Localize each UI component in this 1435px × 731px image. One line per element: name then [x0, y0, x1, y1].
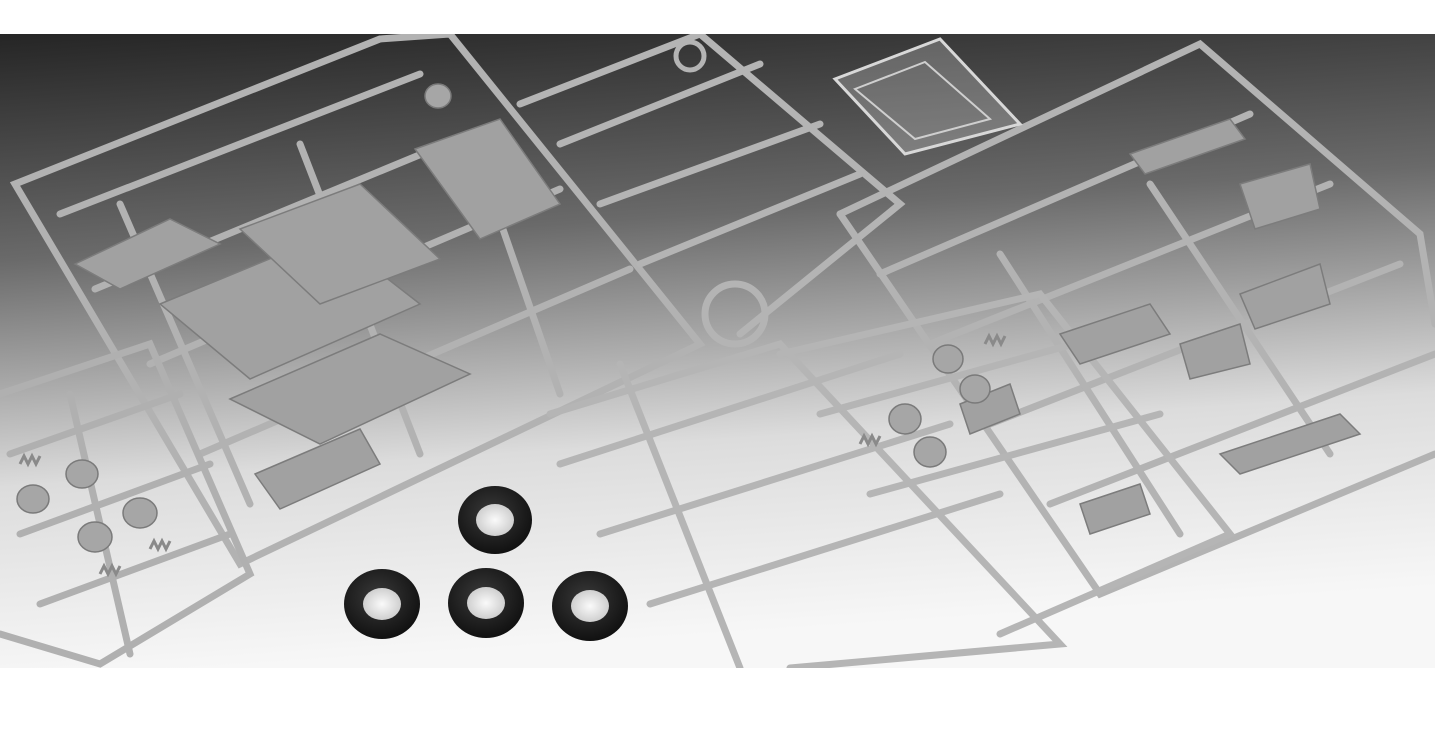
- tire-1: [458, 486, 532, 554]
- fender-part: [73, 218, 222, 290]
- hood-part: [1179, 323, 1251, 380]
- sprue-frame-center: [516, 34, 906, 348]
- seat-part: [1239, 163, 1321, 230]
- sprue-frame-lower-center: [546, 290, 1236, 668]
- panel-part: [1058, 303, 1172, 365]
- bracket-part: [959, 383, 1021, 435]
- tire-2: [344, 569, 420, 639]
- spring-parts: [18, 332, 1007, 578]
- tire-3: [448, 568, 524, 638]
- tire-4: [552, 571, 628, 641]
- bumper-part: [253, 428, 382, 510]
- cargo-bed-part: [238, 183, 442, 305]
- model-parts: [73, 118, 1362, 535]
- cab-part: [413, 118, 562, 240]
- rubber-tires: [344, 486, 628, 641]
- clear-window-part: [832, 37, 1023, 156]
- frame-part: [1218, 413, 1362, 475]
- door-part: [1239, 263, 1331, 330]
- sprue-illustration: [0, 34, 1435, 668]
- kit-photo: [0, 34, 1435, 668]
- grille-part: [1128, 118, 1247, 175]
- sprue-frame-lower-left: [0, 339, 255, 668]
- chassis-rail-part: [228, 333, 472, 445]
- step-part: [1079, 483, 1151, 535]
- wheel-hub-parts: [16, 83, 991, 553]
